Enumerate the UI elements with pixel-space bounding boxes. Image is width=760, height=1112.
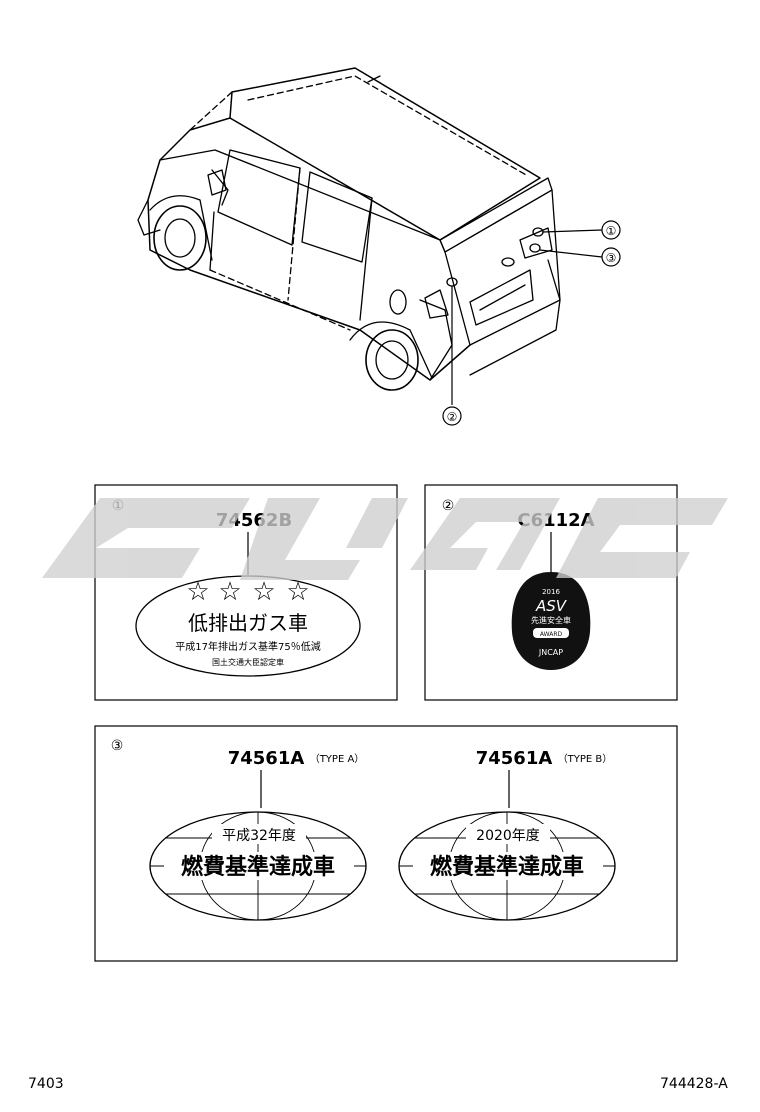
panel-2-callout: ② xyxy=(442,498,455,514)
low-emission-certification: 国土交通大臣認定車 xyxy=(212,657,284,667)
vehicle-callout-1: ① xyxy=(601,220,621,240)
panel-1: ① 74562B ☆ ☆ ☆ ☆ 低排出ガス車 平成17年排出ガス基準75％低減… xyxy=(94,484,398,701)
badge-year: 2016 xyxy=(542,588,560,596)
panel-3-callout: ③ xyxy=(111,738,124,754)
type-b-year: 2020年度 xyxy=(476,828,540,844)
panel-2: ② C6112A 2016 ASV 先進安全車 AWARD JNCAP xyxy=(424,484,678,701)
vehicle-illustration xyxy=(137,67,561,391)
callout-3-number: ③ xyxy=(606,251,617,265)
low-emission-standard: 平成17年排出ガス基準75％低減 xyxy=(175,640,320,653)
svg-text:☆: ☆ xyxy=(218,577,241,607)
watermark-logo xyxy=(42,498,728,580)
low-emission-title: 低排出ガス車 xyxy=(188,611,308,635)
fuel-label-type-a: 74561A （TYPE A） 平成32年度 燃費基準達成車 xyxy=(149,748,367,921)
vehicle-callout-3: ③ xyxy=(601,247,621,267)
type-a-variant: （TYPE A） xyxy=(310,753,365,765)
vehicle-callout-2: ② xyxy=(442,406,462,426)
badge-award: AWARD xyxy=(540,631,563,638)
asv-badge: 2016 ASV 先進安全車 AWARD JNCAP xyxy=(511,572,591,670)
star-rating-icons: ☆ ☆ ☆ ☆ xyxy=(186,577,309,607)
type-b-main-text: 燃費基準達成車 xyxy=(430,854,584,880)
svg-text:☆: ☆ xyxy=(286,577,309,607)
badge-logo: ASV xyxy=(535,597,568,615)
page-code-left: 7403 xyxy=(28,1076,64,1092)
type-a-year: 平成32年度 xyxy=(222,828,296,844)
badge-advanced-safety: 先進安全車 xyxy=(531,615,571,625)
type-a-part-number: 74561A xyxy=(228,748,305,769)
svg-text:☆: ☆ xyxy=(252,577,275,607)
illustration-code-right: 744428-A xyxy=(660,1076,728,1092)
vehicle-callout-leaders xyxy=(451,229,603,405)
panel-3: ③ 74561A （TYPE A） 平成32年度 燃費基準達成車 74561A … xyxy=(94,725,678,962)
type-b-variant: （TYPE B） xyxy=(558,753,613,765)
type-b-part-number: 74561A xyxy=(476,748,553,769)
type-a-main-text: 燃費基準達成車 xyxy=(181,854,335,880)
badge-org: JNCAP xyxy=(538,648,563,657)
callout-1-number: ① xyxy=(606,224,617,238)
fuel-label-type-b: 74561A （TYPE B） 2020年度 燃費基準達成車 xyxy=(398,748,616,921)
callout-2-number: ② xyxy=(447,410,458,424)
svg-text:☆: ☆ xyxy=(186,577,209,607)
